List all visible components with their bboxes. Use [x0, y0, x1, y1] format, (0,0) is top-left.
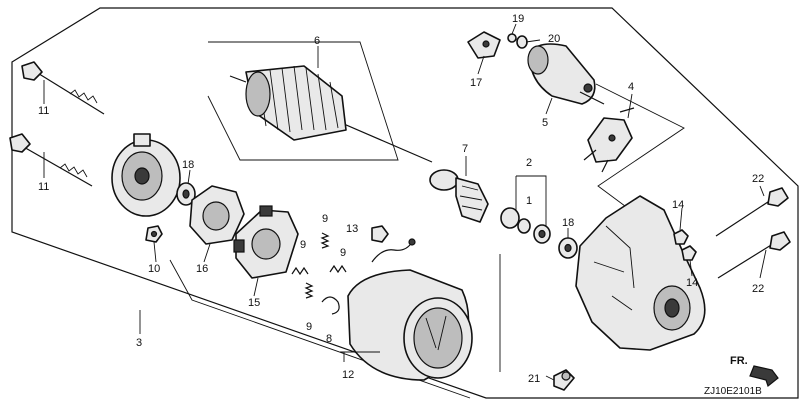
yoke-12 — [347, 269, 473, 381]
callout-5: 5 — [542, 117, 548, 129]
callout-9b: 9 — [300, 239, 306, 251]
leader-lines — [43, 23, 767, 381]
callout-14-lower: 14 — [686, 277, 698, 289]
washer-18-right-hole — [564, 243, 572, 253]
callout-11-upper: 11 — [38, 105, 49, 117]
callout-11-lower: 11 — [38, 181, 49, 193]
front-housing — [575, 195, 706, 351]
ring-20 — [516, 35, 528, 49]
callout-2: 2 — [526, 157, 532, 169]
callout-22-lower: 22 — [752, 283, 764, 295]
callout-12: 12 — [342, 369, 354, 381]
clip-19 — [507, 33, 517, 43]
callout-6: 6 — [314, 35, 320, 47]
brush-plate-16 — [189, 185, 245, 245]
callout-16: 16 — [196, 263, 208, 275]
through-bolt-lower — [9, 133, 93, 187]
callout-14-upper: 14 — [672, 199, 684, 211]
clutch-parts-4 — [583, 107, 635, 173]
solenoid-5 — [527, 43, 605, 105]
pinion-7 — [429, 169, 489, 223]
callout-1: 1 — [526, 195, 532, 207]
wire-lead — [371, 241, 413, 263]
callout-7: 7 — [462, 143, 468, 155]
callout-10: 10 — [148, 263, 160, 275]
rear-cover — [111, 133, 181, 217]
nut-14-upper — [673, 229, 689, 245]
callout-9c: 9 — [340, 247, 346, 259]
brush-holder-15 — [233, 205, 299, 279]
callout-20: 20 — [548, 33, 560, 45]
assembly-outline — [11, 7, 799, 399]
nut-14-lower — [681, 245, 697, 261]
wire-terminal — [408, 238, 416, 246]
lever-17 — [467, 31, 501, 59]
callout-15: 15 — [248, 297, 260, 309]
callout-9a: 9 — [322, 213, 328, 225]
front-direction-arrow — [749, 365, 779, 388]
callout-8: 8 — [326, 333, 332, 345]
washer-set — [500, 175, 551, 244]
nut-10 — [145, 225, 163, 243]
through-bolt-upper — [21, 61, 105, 115]
callout-21: 21 — [528, 373, 540, 385]
callout-4: 4 — [628, 81, 634, 93]
callout-18-right: 18 — [562, 217, 574, 229]
nut-13 — [371, 225, 389, 243]
callout-18-left: 18 — [182, 159, 194, 171]
brush-springs — [291, 232, 347, 299]
yoke-holder-8 — [321, 296, 340, 315]
armature-group-box — [207, 41, 399, 161]
diagram-code: ZJ10E2101B — [704, 386, 762, 397]
callout-9d: 9 — [306, 321, 312, 333]
callout-22-upper: 22 — [752, 173, 764, 185]
callout-3: 3 — [136, 337, 142, 349]
front-direction-label: FR. — [730, 355, 748, 367]
bolt-22-upper — [715, 187, 789, 237]
washer-18-left-hole — [182, 189, 190, 199]
callout-19: 19 — [512, 13, 524, 25]
callout-labels: 1 2 3 4 5 6 7 8 9 9 9 9 10 11 11 12 13 1… — [38, 13, 764, 385]
armature-6 — [229, 65, 433, 163]
collar-21 — [553, 369, 575, 391]
bolt-22-lower — [717, 231, 791, 279]
callout-17: 17 — [470, 77, 482, 89]
callout-13: 13 — [346, 223, 358, 235]
